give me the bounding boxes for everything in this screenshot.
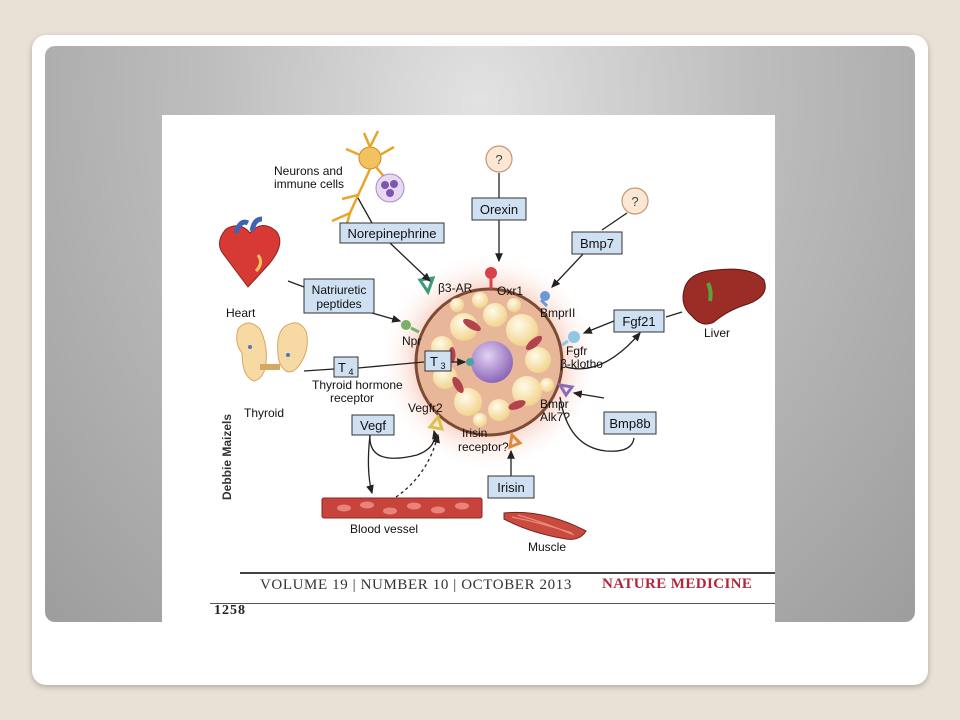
nucleus — [471, 341, 513, 383]
vegfr2-receptor-icon — [427, 413, 445, 431]
t3-box: T 3 — [424, 350, 452, 372]
connector — [395, 433, 440, 498]
bmp7-box: Bmp7 — [571, 231, 623, 255]
page-rule — [210, 603, 775, 604]
svg-text:Fgf21: Fgf21 — [622, 314, 655, 329]
svg-text:peptides: peptides — [316, 297, 361, 311]
irisin-receptor-label: Irisin — [462, 426, 487, 440]
connector — [357, 361, 425, 369]
klotho-label: β-klotho — [560, 357, 603, 371]
beta3-label: β3-AR — [438, 281, 473, 295]
svg-text:Vegf: Vegf — [360, 418, 386, 433]
oxr1-receptor-icon — [485, 267, 497, 279]
unknown-source-bmp7: ? — [621, 187, 649, 215]
blood-vessel-label: Blood vessel — [350, 522, 418, 536]
natriuretic-box: Natriuretic peptides — [303, 278, 375, 314]
irisin-receptor-icon — [508, 431, 523, 450]
liver-icon — [682, 268, 766, 325]
connector — [366, 434, 374, 495]
connector — [601, 212, 628, 231]
alk7-label: Alk7? — [540, 410, 570, 424]
connector — [303, 368, 335, 372]
fgf21-box: Fgf21 — [613, 309, 665, 333]
irisin-receptor-label-2: receptor? — [458, 440, 509, 454]
connectors — [287, 173, 683, 498]
vegf-box: Vegf — [351, 414, 395, 436]
unknown-source-orexin: ? — [485, 145, 513, 173]
neuron-icon — [331, 130, 395, 228]
heart-icon — [219, 216, 281, 288]
diagram-canvas: ? ? — [219, 130, 766, 554]
receptors — [401, 267, 580, 450]
thyroid-icon — [236, 322, 308, 382]
svg-text:Bmp7: Bmp7 — [580, 236, 614, 251]
orexin-box: Orexin — [471, 197, 527, 221]
svg-text:Bmp8b: Bmp8b — [609, 416, 650, 431]
thyroid-label: Thyroid — [244, 406, 284, 420]
bmprii-receptor-icon — [540, 291, 550, 301]
journal-issue: VOLUME 19 | NUMBER 10 | OCTOBER 2013 — [260, 577, 572, 593]
connector — [582, 320, 615, 334]
neurons-label: Neurons and — [274, 164, 343, 178]
connector — [559, 396, 635, 452]
blood-vessel-icon — [321, 497, 483, 519]
connector — [565, 332, 641, 370]
npr-label: Npr — [402, 334, 421, 348]
bmprii-label: BmprII — [540, 306, 575, 320]
page-number: 1258 — [214, 603, 246, 618]
heart-label: Heart — [226, 306, 256, 320]
oxr1-label: Oxr1 — [497, 284, 523, 298]
fgfr-receptor-icon — [568, 331, 580, 343]
connector — [572, 390, 605, 399]
thyroid-receptor-label-2: receptor — [330, 391, 374, 405]
muscle-label: Muscle — [528, 540, 566, 554]
svg-text:Orexin: Orexin — [480, 202, 518, 217]
liver-label: Liver — [704, 326, 730, 340]
svg-text:Norepinephrine: Norepinephrine — [348, 226, 437, 241]
artist-credit: Debbie Maizels — [220, 413, 234, 500]
thyroid-receptor-label: Thyroid hormone — [312, 378, 403, 392]
connector — [389, 242, 431, 282]
connector — [551, 252, 585, 288]
unknown-label: ? — [631, 194, 638, 209]
svg-text:T: T — [430, 354, 438, 369]
neurons-label-2: immune cells — [274, 177, 344, 191]
norepinephrine-box: Norepinephrine — [339, 222, 445, 244]
svg-text:4: 4 — [348, 367, 353, 377]
thyroid-receptor-icon — [466, 358, 474, 366]
bmpr-receptor-icon — [557, 382, 575, 398]
bmp8b-box: Bmp8b — [603, 411, 657, 435]
svg-text:3: 3 — [440, 361, 445, 371]
npr-receptor-icon — [401, 320, 411, 330]
svg-text:T: T — [338, 360, 346, 375]
immune-cell-icon — [375, 173, 405, 203]
fgfr-label: Fgfr — [566, 344, 587, 358]
connector — [665, 311, 683, 318]
unknown-label: ? — [495, 152, 502, 167]
vegfr2-label: Vegfr2 — [408, 401, 443, 415]
svg-text:Irisin: Irisin — [497, 480, 524, 495]
irisin-box: Irisin — [487, 475, 535, 499]
connector — [287, 280, 305, 288]
journal-name: NATURE MEDICINE — [602, 576, 753, 592]
t4-box: T 4 — [333, 356, 359, 378]
bmpr-label: Bmpr — [540, 397, 569, 411]
figure: ? ? — [162, 115, 775, 622]
svg-text:Natriuretic: Natriuretic — [312, 283, 367, 297]
muscle-icon — [503, 511, 587, 540]
footer-rule — [240, 572, 775, 574]
labels: Neurons and immune cells Heart Thyroid L… — [226, 164, 730, 554]
connector — [357, 197, 373, 224]
